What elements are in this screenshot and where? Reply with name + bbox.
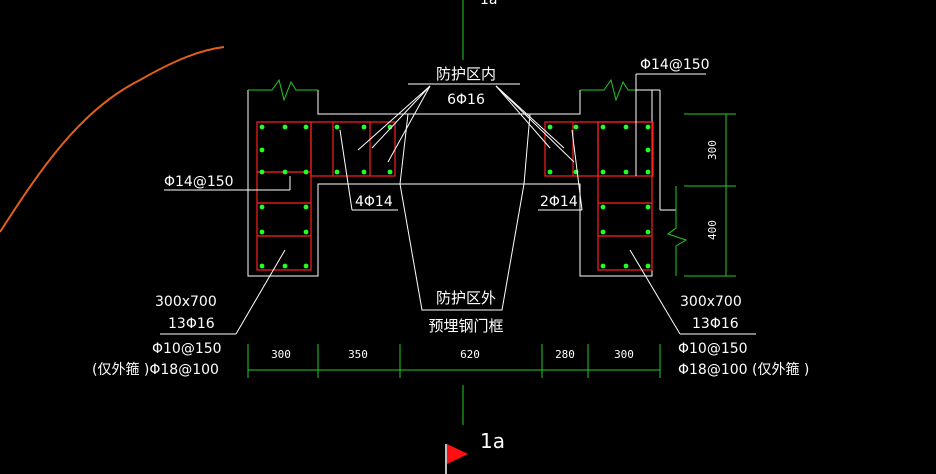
dim-h-1: 300 [271,348,291,361]
rebar-dot [547,169,553,175]
label-protect-outer: 防护区外 [436,289,496,307]
rebar-dot [600,204,606,210]
label-left-bars: 13Φ16 [168,316,215,332]
label-protect-inner: 防护区内 [436,65,496,83]
rebar-dot [361,169,367,175]
rebar-dot [259,124,265,130]
rebar-dot [645,147,651,153]
rebar-dot [361,124,367,130]
dimension-labels: 300 350 620 280 300 300 400 [271,140,719,361]
label-inner-bars: 6Φ16 [447,92,485,108]
dim-h-5: 300 [614,348,634,361]
rebar-frames [256,121,654,271]
rebar-dot [282,263,288,269]
rebar-dot [259,263,265,269]
rebar-dot [303,124,309,130]
label-left-stirrup-2: (仅外箍 )Φ18@100 [92,361,219,378]
rebar-dot [282,124,288,130]
dim-h-2: 350 [348,348,368,361]
break-lines [248,78,688,276]
rebar-dot [303,204,309,210]
rebar-dot [334,124,340,130]
rebar-dot [600,124,606,130]
rebar-dot [259,169,265,175]
rebar-dot [600,169,606,175]
label-right-stirrup-2: Φ18@100 (仅外箍 ) [678,361,809,378]
door-frame-outline [399,113,531,311]
rebar-dot [387,169,393,175]
dim-h-4: 280 [555,348,575,361]
rebar-dot [645,263,651,269]
rebar-dot [645,204,651,210]
wall-outline [247,89,676,277]
rebar-dot [623,169,629,175]
rebar-dot [600,229,606,235]
flag-icon [445,444,468,474]
label-bars-2: 2Φ14 [540,194,578,210]
axis-label-bottom: 1a [480,429,505,453]
rebar-dots [259,124,651,269]
label-right-bars: 13Φ16 [692,316,739,332]
dim-h-3: 620 [460,348,480,361]
rebar-dot [645,169,651,175]
rebar-dot [334,169,340,175]
rebar-dot [623,263,629,269]
dim-v-1: 300 [706,140,719,160]
label-embedded-frame: 预埋钢门框 [428,317,503,335]
rebar-dot [547,124,553,130]
dimension-lines [247,113,736,378]
label-bars-4: 4Φ14 [355,194,393,210]
rebar-dot [623,124,629,130]
leader-lines [160,73,756,335]
rebar-dot [645,229,651,235]
rebar-dot [303,229,309,235]
label-right-section: 300x700 [680,294,742,310]
rebar-dot [645,124,651,130]
rebar-dot [303,169,309,175]
rebar-dot [259,229,265,235]
rebar-dot [259,147,265,153]
rebar-dot [259,204,265,210]
rebar-dot [303,263,309,269]
label-right-stirrup-1: Φ10@150 [678,341,748,357]
label-left-stirrup-1: Φ10@150 [152,341,222,357]
rebar-dot [600,263,606,269]
label-stirrup-left: Φ14@150 [164,174,234,190]
label-stirrup-top-right: Φ14@150 [640,57,710,73]
label-left-section: 300x700 [155,294,217,310]
axis-label-top: 1a [480,0,498,8]
rebar-dot [573,124,579,130]
orange-arc [0,46,225,233]
dim-v-2: 400 [706,220,719,240]
rebar-dot [282,169,288,175]
